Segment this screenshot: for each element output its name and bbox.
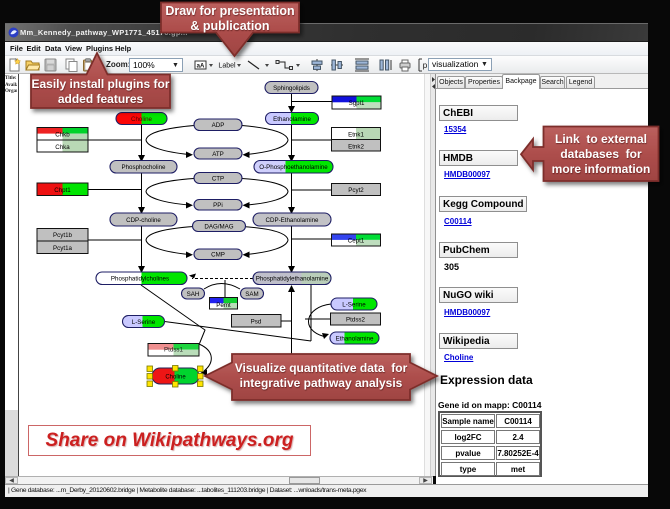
svg-text:CTP: CTP xyxy=(212,176,224,183)
svg-text:DAG/MAG: DAG/MAG xyxy=(204,224,233,231)
svg-text:Cept1: Cept1 xyxy=(348,238,365,245)
svg-text:Ethanolamine: Ethanolamine xyxy=(273,116,311,123)
svg-text:Choline: Choline xyxy=(165,375,186,381)
svg-text:Pcyt1a: Pcyt1a xyxy=(53,245,72,252)
svg-text:Etnk1: Etnk1 xyxy=(348,132,364,139)
svg-text:Etnk2: Etnk2 xyxy=(348,143,364,150)
svg-text:Choline: Choline xyxy=(131,116,153,123)
svg-text:Sphingolipids: Sphingolipids xyxy=(273,85,310,92)
svg-text:SAM: SAM xyxy=(245,291,258,298)
svg-text:Phosphatidylcholines: Phosphatidylcholines xyxy=(111,276,169,283)
svg-text:L-Serine: L-Serine xyxy=(132,319,156,326)
svg-text:Pemt: Pemt xyxy=(216,302,231,309)
svg-text:Chpt1: Chpt1 xyxy=(54,187,71,194)
svg-text:p: p xyxy=(423,61,428,70)
svg-text:PPi: PPi xyxy=(213,202,223,209)
svg-text:ADP: ADP xyxy=(212,122,225,129)
svg-text:aA: aA xyxy=(197,64,205,70)
svg-text:ATP: ATP xyxy=(212,151,224,158)
svg-text:O-Phosphoethanolamine: O-Phosphoethanolamine xyxy=(259,164,328,171)
svg-text:Chkb: Chkb xyxy=(55,132,70,139)
svg-text:CDP-Ethanolamine: CDP-Ethanolamine xyxy=(266,217,320,224)
svg-text:Phosphatidylethanolamine: Phosphatidylethanolamine xyxy=(256,276,329,283)
svg-text:Sgpl1: Sgpl1 xyxy=(349,100,365,107)
svg-text:Ptdss2: Ptdss2 xyxy=(346,317,365,324)
svg-text:Phosphocholine: Phosphocholine xyxy=(121,164,166,171)
svg-text:Ptdss1: Ptdss1 xyxy=(164,347,183,354)
svg-text:SAH: SAH xyxy=(187,291,200,298)
svg-text:Pcyt2: Pcyt2 xyxy=(348,187,364,194)
svg-text:CDP-choline: CDP-choline xyxy=(126,217,161,224)
svg-text:Pcyt1b: Pcyt1b xyxy=(53,232,72,239)
svg-text:Psd: Psd xyxy=(251,319,262,326)
svg-text:L-Serine: L-Serine xyxy=(342,302,366,309)
svg-text:Label: Label xyxy=(218,63,236,70)
svg-text:Chka: Chka xyxy=(55,144,70,151)
svg-text:CMP: CMP xyxy=(211,252,225,259)
svg-text:Ethanolamine: Ethanolamine xyxy=(336,336,374,343)
